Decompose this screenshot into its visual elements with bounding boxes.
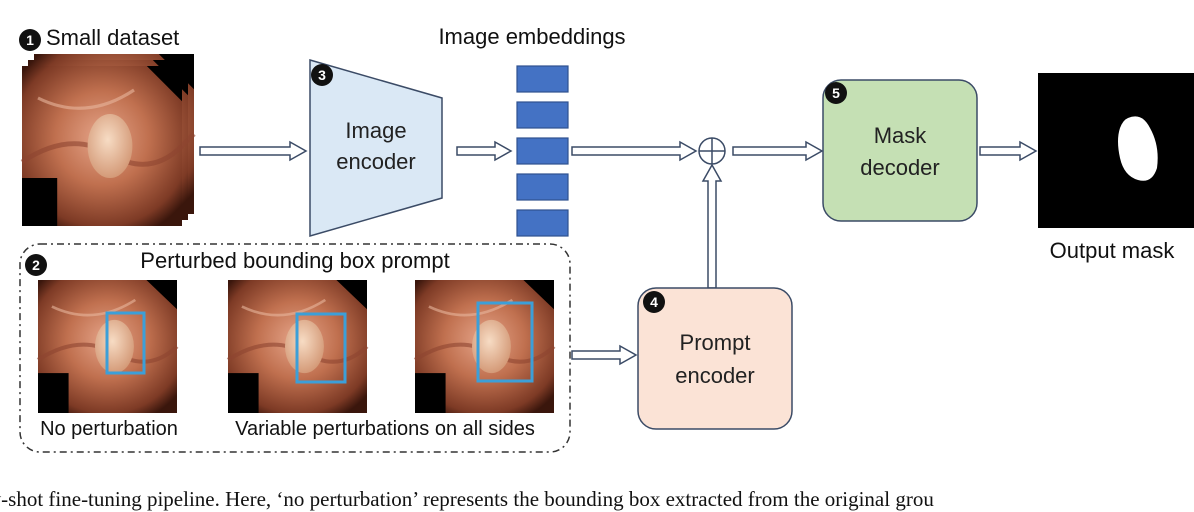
perturbed-prompt-label: Perturbed bounding box prompt [140,248,449,273]
prompt-encoder: Prompt encoder [637,287,793,430]
svg-text:1: 1 [26,32,34,48]
output-mask-image [1038,73,1194,228]
svg-text:2: 2 [32,257,40,273]
step5-badge: 5 [825,82,847,104]
arrow-panel-to-prompt-encoder [571,344,638,366]
svg-text:4: 4 [650,294,658,310]
svg-text:5: 5 [832,85,840,101]
output-mask-label: Output mask [1050,238,1176,263]
prompt-image-no-perturbation [38,280,177,413]
arrow-prompt-to-combine [701,163,723,289]
embedding-block-1 [516,65,569,93]
arrow-dataset-to-encoder [199,140,308,162]
variable-perturbations-label: Variable perturbations on all sides [235,418,535,440]
combine-plus-icon [698,137,726,165]
embedding-block-2 [516,101,569,129]
perturbed-prompt-panel [19,243,571,453]
no-perturbation-label: No perturbation [40,418,178,440]
arrow-decoder-to-output [979,140,1038,162]
image-encoder-label-line2: encoder [336,149,416,174]
small-dataset-images [22,54,194,240]
svg-text:3: 3 [318,67,326,83]
embedding-block-4 [516,173,569,201]
step1-badge: 1 [19,29,41,51]
embedding-block-5 [516,209,569,237]
image-encoder-label-line1: Image [345,118,406,143]
arrow-encoder-to-embeddings [456,140,513,162]
image-embeddings [516,65,569,237]
image-encoder: Image encoder [309,59,443,237]
mask-decoder-label-line1: Mask [874,123,928,148]
step4-badge: 4 [643,291,665,313]
prompt-image-perturbed-1 [228,280,367,413]
arrow-combine-to-decoder [732,140,824,162]
prompt-encoder-label-line2: encoder [675,363,755,388]
step2-badge: 2 [25,254,47,276]
arrow-embeddings-to-combine [571,140,698,162]
prompt-encoder-label-line1: Prompt [680,330,751,355]
small-dataset-label: Small dataset [46,25,179,50]
mask-decoder-label-line2: decoder [860,155,940,180]
prompt-image-perturbed-2 [415,280,554,413]
mask-decoder: Mask decoder [822,79,978,222]
embedding-block-3 [516,137,569,165]
image-embeddings-label: Image embeddings [438,24,625,49]
step3-badge: 3 [311,64,333,86]
figure-caption: w-shot fine-tuning pipeline. Here, ‘no p… [0,487,934,511]
